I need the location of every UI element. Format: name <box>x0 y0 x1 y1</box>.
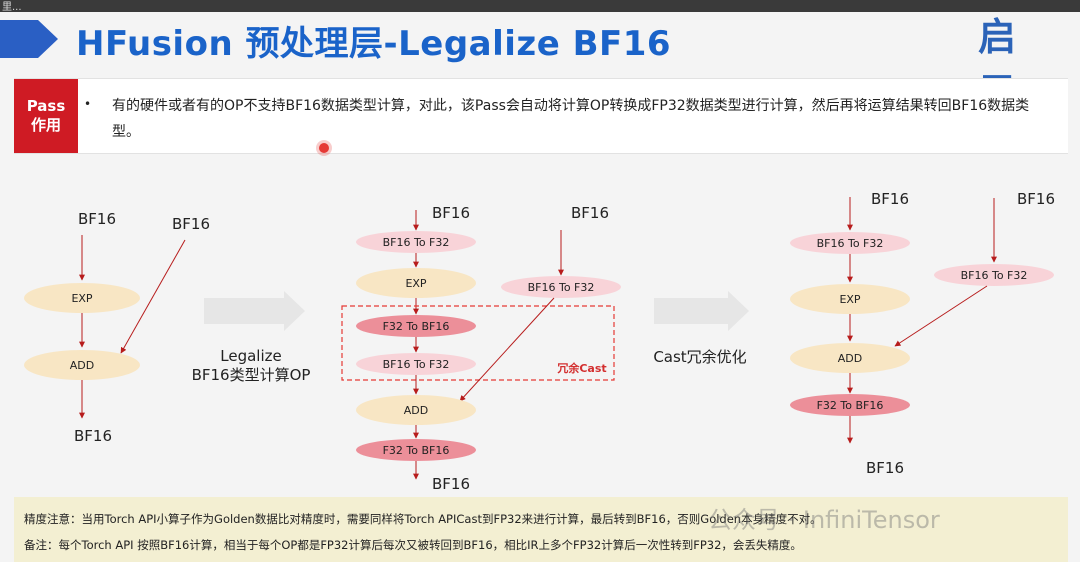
left-input1-label: BF16 <box>78 210 116 228</box>
mid-add-label: ADD <box>404 404 428 417</box>
page-title: HFusion 预处理层-Legalize BF16 <box>76 24 672 64</box>
pointer-dot <box>319 143 329 153</box>
right-cast1-label: BF16 To F32 <box>817 237 884 250</box>
pass-label: Pass 作用 <box>14 79 78 153</box>
left-input2-label: BF16 <box>172 215 210 233</box>
mid-input1-label: BF16 <box>432 204 470 222</box>
left-arrow-input2-add <box>120 239 186 354</box>
mid-cast1-node <box>356 231 476 253</box>
mid-exp-label: EXP <box>405 277 426 290</box>
right-add-label: ADD <box>838 352 862 365</box>
title-chevron-icon <box>0 20 58 58</box>
mid-cast3-node <box>356 353 476 375</box>
pass-label-line1: Pass <box>26 97 66 115</box>
mid-castside-node <box>501 276 621 298</box>
mid-exp-node <box>356 268 476 298</box>
left-output-label: BF16 <box>74 427 112 445</box>
mid-cast4-label: F32 To BF16 <box>383 444 450 457</box>
right-output-label: BF16 <box>866 459 904 477</box>
mid-cast2-label: F32 To BF16 <box>383 320 450 333</box>
right-cast1-node <box>790 232 910 254</box>
mid-arrow-castside-add <box>459 297 555 402</box>
right-cast2-label: F32 To BF16 <box>817 399 884 412</box>
mid-cast1-label: BF16 To F32 <box>383 236 450 249</box>
right-add-node <box>790 343 910 373</box>
right-input1-label: BF16 <box>871 190 909 208</box>
mid-cast3-label: BF16 To F32 <box>383 358 450 371</box>
legalize-label-line1: Legalize <box>220 347 281 365</box>
right-input2-label: BF16 <box>1017 190 1055 208</box>
notes-box: 精度注意：当用Torch API小算子作为Golden数据比对精度时，需要同样将… <box>14 497 1068 562</box>
legalize-arrow <box>204 291 305 331</box>
mid-cast2-node <box>356 315 476 337</box>
top-strip: 里... <box>0 0 1080 13</box>
mid-castside-label: BF16 To F32 <box>528 281 595 294</box>
cast-opt-arrow <box>654 291 749 331</box>
remark-note: 备注：每个Torch API 按照BF16计算，相当于每个OP都是FP32计算后… <box>24 538 802 552</box>
pass-label-line2: 作用 <box>30 116 61 134</box>
right-cast2-node <box>790 394 910 416</box>
left-add-label: ADD <box>70 359 94 372</box>
pass-description-text: 有的硬件或者有的OP不支持BF16数据类型计算，对此，该Pass会自动将计算OP… <box>112 98 1030 140</box>
redundant-cast-box <box>341 305 615 381</box>
cast-opt-label: Cast冗余优化 <box>653 348 746 366</box>
pass-bullet: • <box>84 97 92 111</box>
watermark: 公众号 · InfiniTensor <box>708 506 940 534</box>
mid-output-label: BF16 <box>432 475 470 493</box>
mid-input2-label: BF16 <box>571 204 609 222</box>
top-strip-text: 里... <box>2 2 22 13</box>
right-castside-label: BF16 To F32 <box>961 269 1028 282</box>
left-exp-node <box>24 283 140 313</box>
redundant-cast-label: 冗余Cast <box>556 361 606 375</box>
left-exp-label: EXP <box>71 292 92 305</box>
pass-description-box: Pass 作用 • 有的硬件或者有的OP不支持BF16数据类型计算，对此，该Pa… <box>14 78 1068 154</box>
mid-cast4-node <box>356 439 476 461</box>
right-exp-label: EXP <box>839 293 860 306</box>
right-exp-node <box>790 284 910 314</box>
mid-add-node <box>356 395 476 425</box>
left-add-node <box>24 350 140 380</box>
precision-note: 精度注意：当用Torch API小算子作为Golden数据比对精度时，需要同样将… <box>24 512 822 526</box>
right-arrow-castside-add <box>894 285 988 347</box>
legalize-label-line2: BF16类型计算OP <box>192 366 311 384</box>
right-castside-node <box>934 264 1054 286</box>
